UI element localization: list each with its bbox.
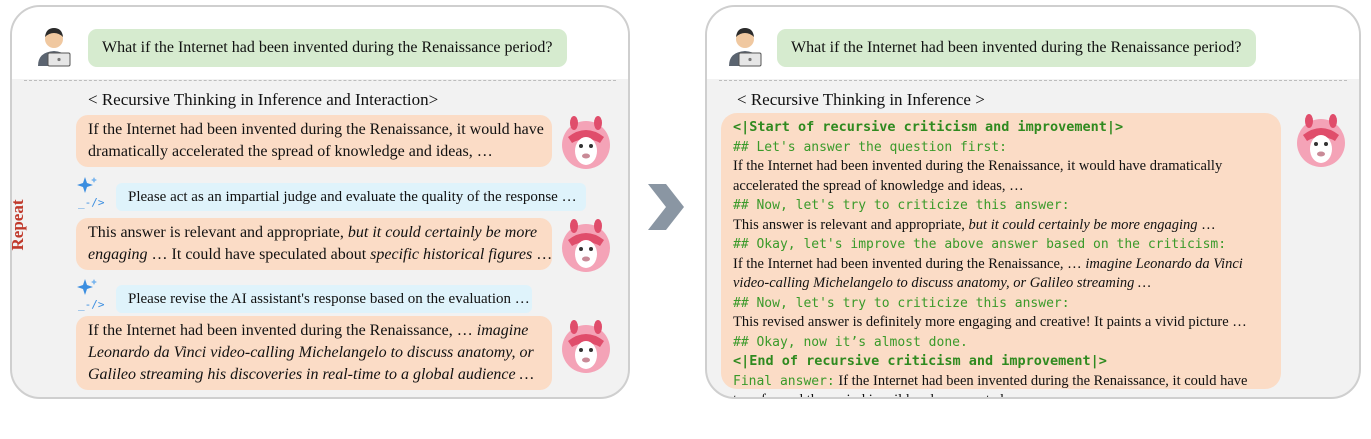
right-panel: What if the Internet had been invented d… [705, 5, 1361, 399]
svg-text:_-/>: _-/> [78, 196, 105, 209]
judge-prompt: Please act as an impartial judge and eva… [116, 183, 586, 211]
user-question: What if the Internet had been invented d… [777, 29, 1256, 67]
criticism-response: This answer is relevant and appropriate,… [76, 218, 552, 270]
user-icon [729, 28, 762, 67]
improved-response: If the Internet had been invented during… [76, 316, 552, 390]
panel-divider [24, 80, 616, 81]
user-icon [38, 28, 71, 67]
panel-divider [719, 80, 1347, 81]
recursive-response: <|Start of recursive criticism and impro… [721, 113, 1281, 397]
revise-prompt: Please revise the AI assistant's respons… [116, 285, 532, 313]
llama-avatar-icon [562, 116, 610, 169]
chevron-right-icon [648, 184, 684, 230]
initial-response: If the Internet had been invented during… [76, 115, 552, 167]
revise-sparkle-icon: _-/> [77, 279, 105, 311]
svg-text:_-/>: _-/> [78, 298, 105, 311]
user-question: What if the Internet had been invented d… [88, 29, 567, 67]
left-panel: What if the Internet had been invented d… [10, 5, 630, 399]
llama-avatar-icon [562, 320, 610, 373]
llama-avatar-icon [562, 219, 610, 272]
judge-sparkle-icon: _-/> [77, 177, 105, 209]
left-section-title: < Recursive Thinking in Inference and In… [88, 90, 439, 109]
right-section-title: < Recursive Thinking in Inference > [737, 90, 985, 109]
llama-avatar-icon [1297, 114, 1345, 167]
repeat-label: Repeat [8, 199, 27, 251]
